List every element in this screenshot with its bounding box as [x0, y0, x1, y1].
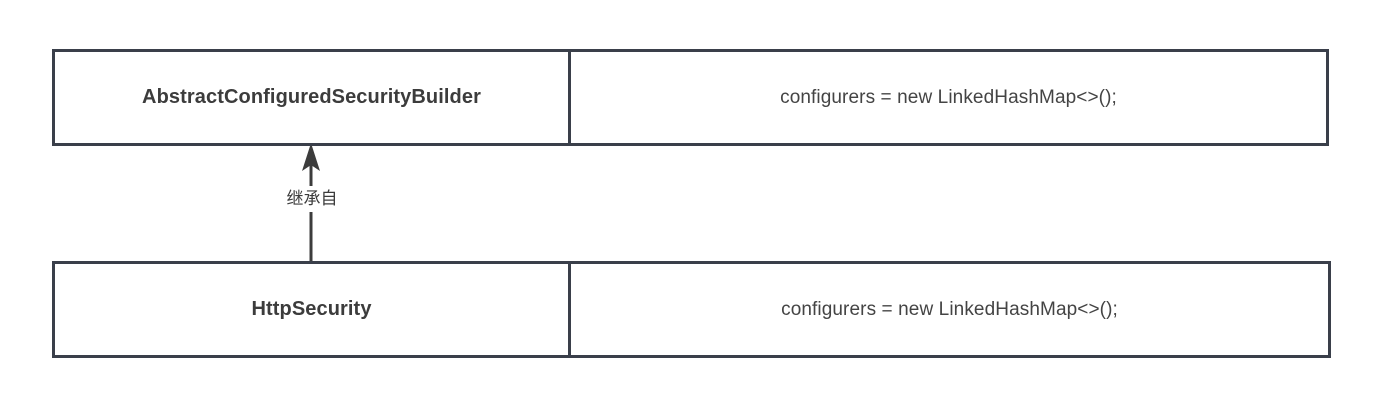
class-name-label: HttpSecurity: [251, 298, 372, 320]
class-box-parent[interactable]: AbstractConfiguredSecurityBuilder config…: [52, 49, 1329, 146]
class-box-child[interactable]: HttpSecurity configurers = new LinkedHas…: [52, 261, 1331, 358]
class-members-cell-child: configurers = new LinkedHashMap<>();: [571, 264, 1328, 355]
class-members-cell-parent: configurers = new LinkedHashMap<>();: [571, 52, 1326, 143]
class-member-label: configurers = new LinkedHashMap<>();: [780, 86, 1117, 108]
class-name-cell-child: HttpSecurity: [55, 264, 571, 355]
class-member-label: configurers = new LinkedHashMap<>();: [781, 298, 1118, 320]
class-name-label: AbstractConfiguredSecurityBuilder: [142, 86, 481, 108]
inheritance-relationship-label: 继承自: [258, 186, 366, 213]
inheritance-arrow-icon: [293, 140, 329, 266]
class-name-cell-parent: AbstractConfiguredSecurityBuilder: [55, 52, 571, 143]
